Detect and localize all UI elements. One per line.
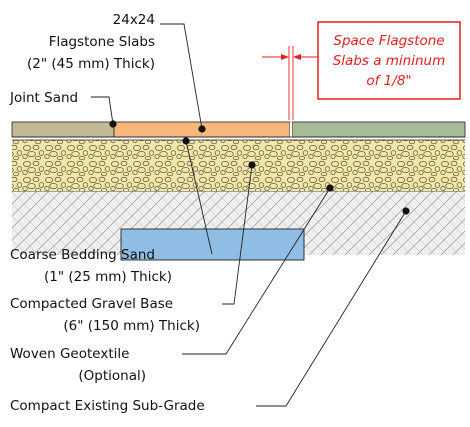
leader-bedding-sand bbox=[185, 140, 213, 255]
label-geotextile-optional: (Optional) bbox=[78, 368, 146, 384]
bedding-sand-box bbox=[120, 228, 305, 261]
slab-left bbox=[11, 121, 115, 138]
spacing-note-line2: Slabs a mininum bbox=[333, 53, 446, 69]
dot-subgrade bbox=[402, 207, 410, 215]
joint-gap bbox=[290, 122, 292, 137]
spacing-note-line3: of 1/8" bbox=[366, 73, 411, 89]
spacing-note-line1: Space Flagstone bbox=[333, 33, 444, 49]
left-arrowhead bbox=[281, 54, 289, 60]
spacing-note-box bbox=[317, 21, 461, 100]
leader-geotextile bbox=[182, 187, 331, 355]
label-flagstone-thickness: (2" (45 mm) Thick) bbox=[27, 56, 155, 72]
label-gravel-base: Compacted Gravel Base bbox=[10, 296, 173, 312]
dot-joint-sand bbox=[109, 120, 117, 128]
dot-gravel-base bbox=[248, 161, 256, 169]
label-subgrade: Compact Existing Sub-Grade bbox=[10, 398, 205, 414]
label-gravel-thickness: (6" (150 mm) Thick) bbox=[63, 318, 200, 334]
label-flagstone-name: Flagstone Slabs bbox=[49, 34, 155, 50]
slab-right bbox=[291, 121, 466, 138]
label-flagstone-size: 24x24 bbox=[113, 12, 155, 28]
label-geotextile: Woven Geotextile bbox=[10, 346, 129, 362]
leader-gravel-base bbox=[222, 164, 253, 305]
leader-flagstone bbox=[160, 23, 203, 130]
leader-joint-sand bbox=[91, 96, 114, 125]
label-bedding-thickness: (1" (25 mm) Thick) bbox=[44, 269, 172, 285]
label-joint-sand: Joint Sand bbox=[9, 90, 78, 106]
gravel-base-layer bbox=[12, 140, 465, 191]
label-bedding-sand: Coarse Bedding Sand bbox=[10, 247, 155, 263]
leader-subgrade bbox=[256, 210, 407, 407]
dot-geotextile bbox=[326, 184, 334, 192]
right-arrowhead bbox=[293, 54, 301, 60]
dot-bedding-sand bbox=[182, 137, 190, 145]
dot-flagstone bbox=[198, 125, 206, 133]
